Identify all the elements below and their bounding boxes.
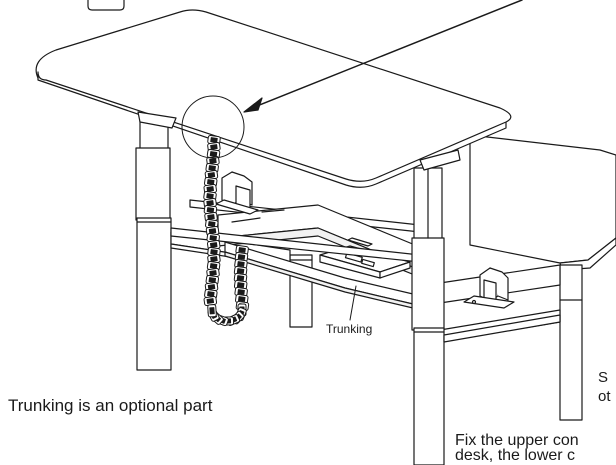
- front-desktop: [35, 9, 512, 188]
- rear-desk: [439, 134, 616, 421]
- cable-chain-icon: [203, 134, 250, 327]
- trunking-leader-line: [349, 285, 357, 321]
- fix-note-line2: desk, the lower c: [455, 447, 576, 464]
- detail-circle-icon: [181, 95, 245, 159]
- left-bracket: [215, 171, 259, 215]
- front-left-leg: [135, 117, 172, 371]
- front-right-leg: [411, 167, 445, 465]
- right-bracket: [463, 267, 515, 309]
- callout-arrow-icon: [243, 0, 523, 113]
- step-badge-fragment: [87, 0, 125, 11]
- trunking-label: Trunking: [326, 322, 373, 336]
- caption-optional-part: Trunking is an optional part: [8, 396, 213, 415]
- rear-desktop: [469, 134, 616, 264]
- side-note-line2: ot: [598, 388, 611, 405]
- fix-note-line1: Fix the upper con: [455, 432, 579, 449]
- side-note-line1: S: [598, 369, 609, 386]
- rear-right-leg: [559, 264, 583, 421]
